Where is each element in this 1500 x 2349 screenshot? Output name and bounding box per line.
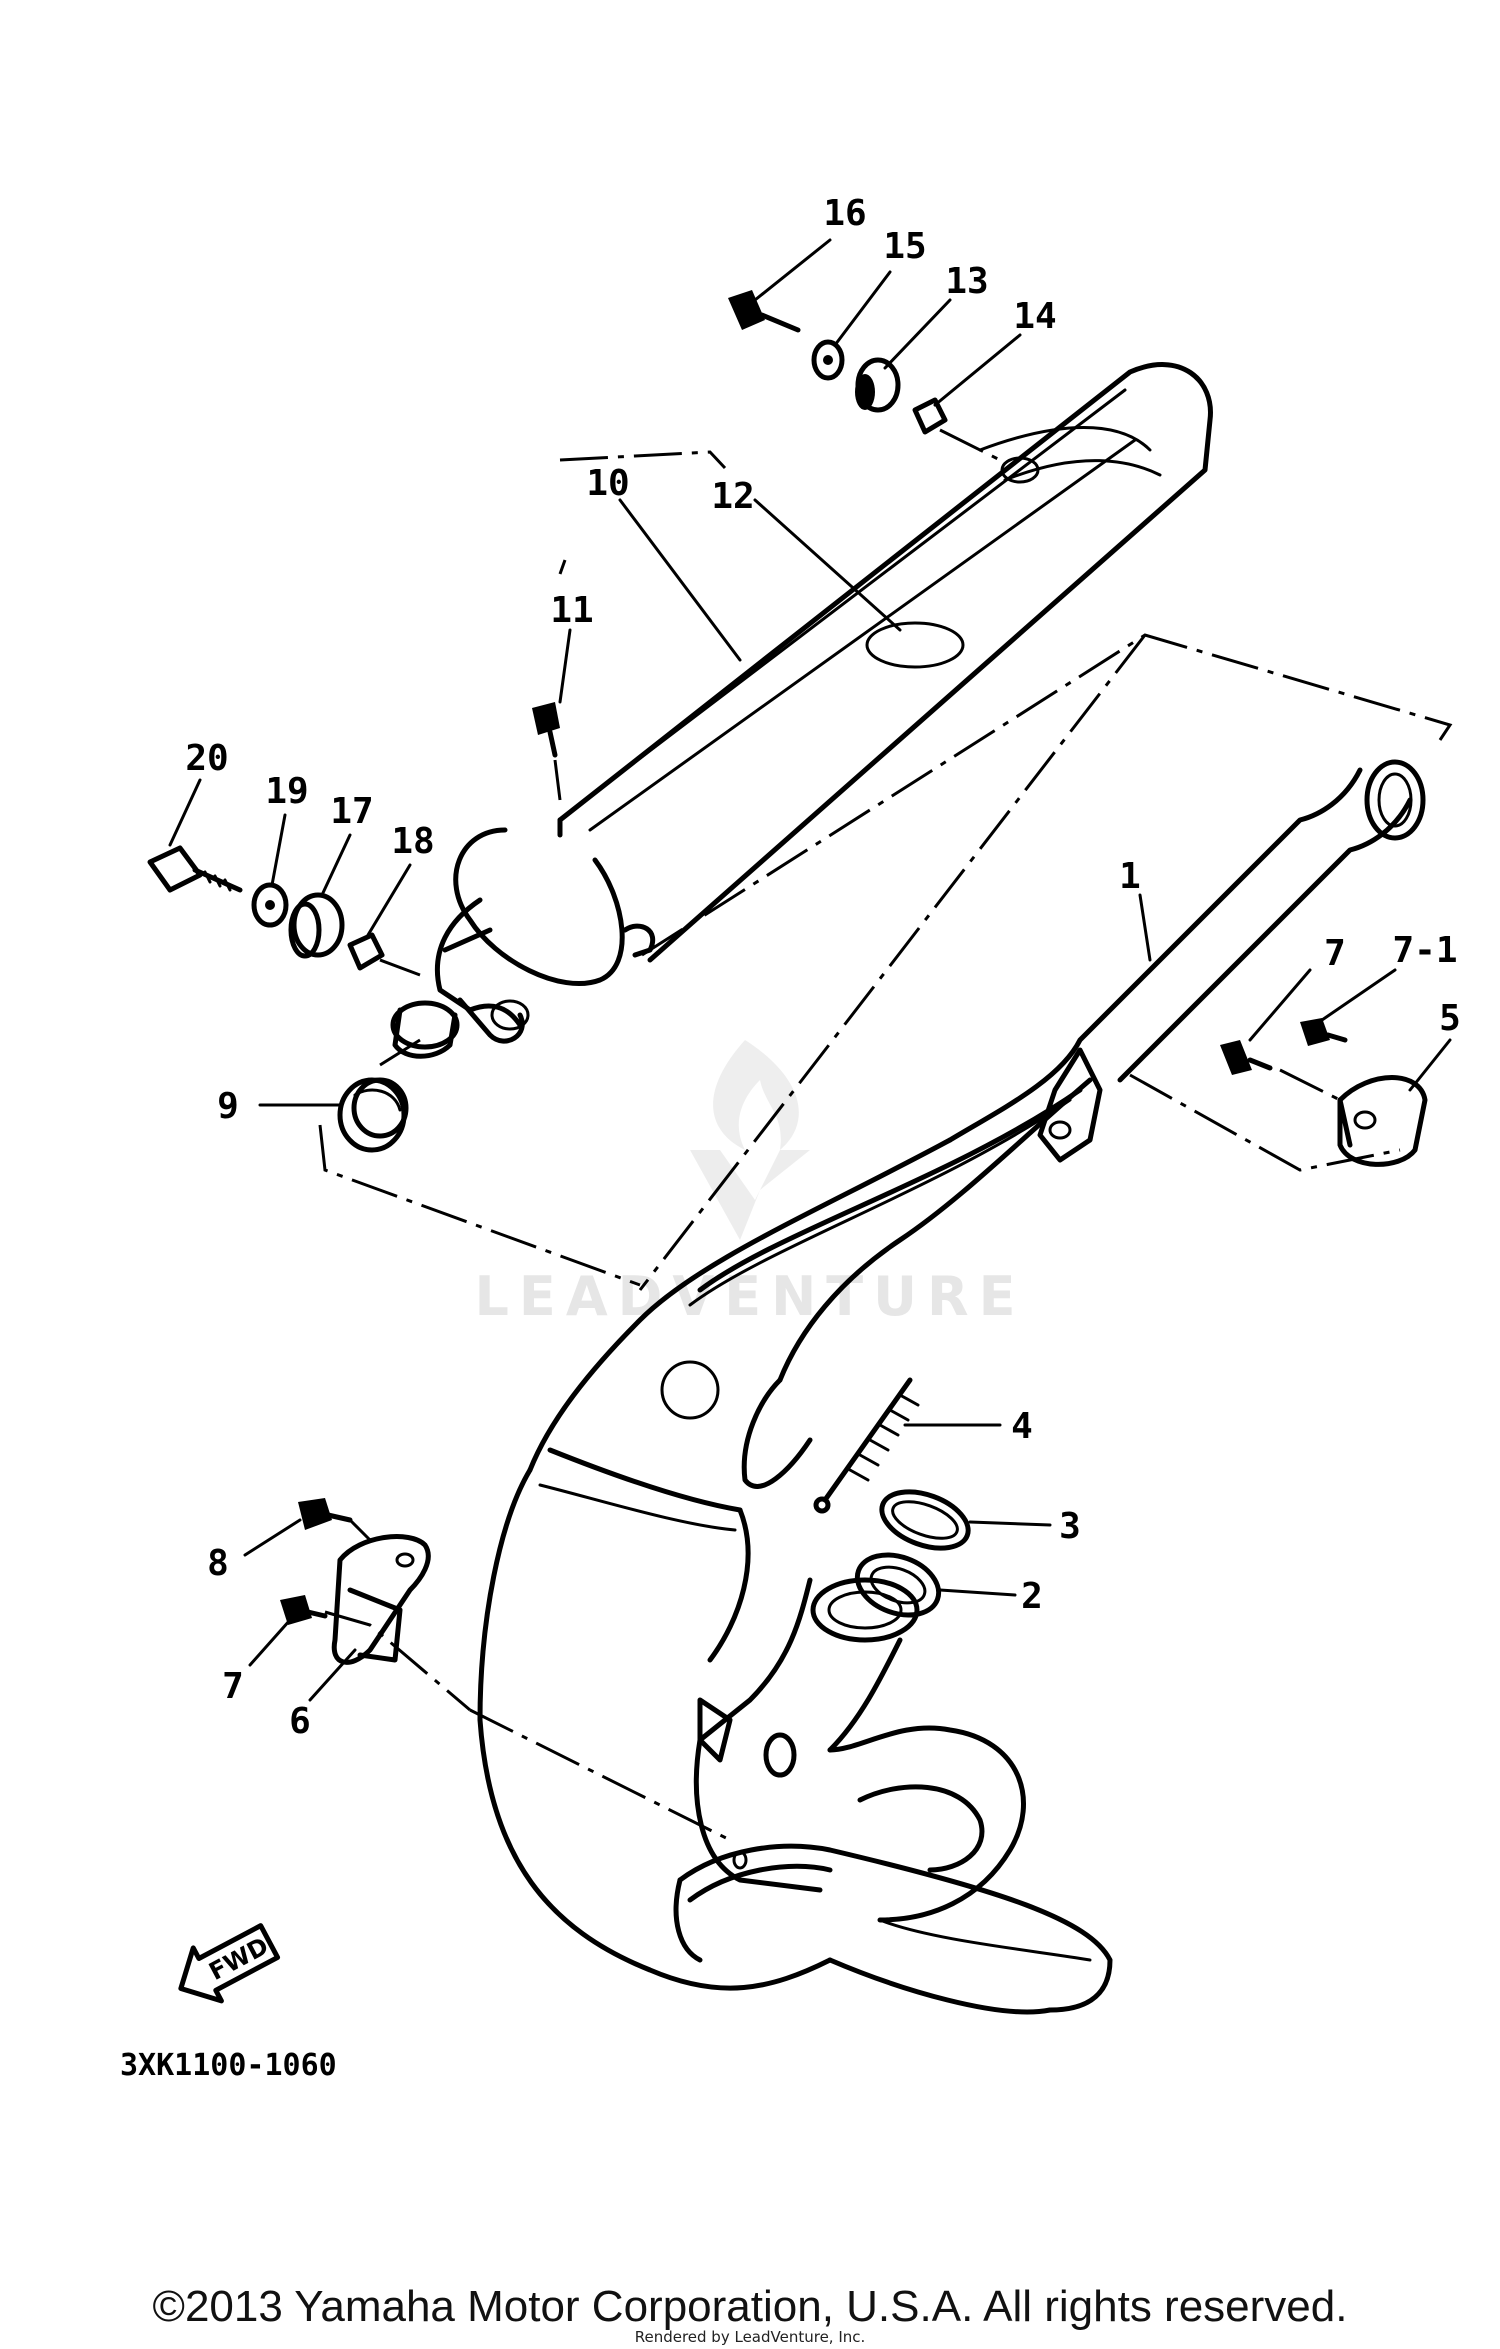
callout-20: 20 xyxy=(185,738,228,779)
bolt-11 xyxy=(532,702,560,758)
bracket-5 xyxy=(1337,1075,1428,1167)
callout-5: 5 xyxy=(1439,998,1461,1039)
leadventure-logo-icon xyxy=(690,1040,810,1240)
watermark-text: LEADVENTURE xyxy=(475,1265,1026,1328)
damper-17 xyxy=(288,892,345,959)
callout-18: 18 xyxy=(391,821,434,862)
callout-7-lower: 7 xyxy=(222,1666,244,1707)
gasket-9 xyxy=(337,1077,409,1153)
callout-13: 13 xyxy=(945,261,988,302)
spring-part xyxy=(813,1377,920,1514)
callout-11: 11 xyxy=(550,590,593,631)
silencer-assembly xyxy=(390,362,1213,1059)
bracket-6 xyxy=(331,1534,431,1665)
nut-7-1 xyxy=(1300,1018,1348,1046)
washer-19 xyxy=(251,882,289,928)
callout-9: 9 xyxy=(217,1086,239,1127)
collar-14 xyxy=(912,397,948,435)
washer-15 xyxy=(811,339,845,381)
callout-labels: 16 15 13 14 10 12 11 20 19 17 18 1 7 7-1… xyxy=(185,193,1461,1742)
leader-lines xyxy=(168,238,1452,1702)
callout-15: 15 xyxy=(883,226,926,267)
callout-12: 12 xyxy=(711,476,754,517)
bolt-20 xyxy=(147,845,243,893)
callout-7-1: 7-1 xyxy=(1392,930,1457,971)
collar-18 xyxy=(347,932,385,971)
bolt-16 xyxy=(728,290,801,333)
bolt-7-lower xyxy=(280,1595,328,1625)
callout-17: 17 xyxy=(330,791,373,832)
rendered-by-notice: Rendered by LeadVenture, Inc. xyxy=(634,2328,866,2346)
callout-2: 2 xyxy=(1021,1576,1043,1617)
callout-14: 14 xyxy=(1013,296,1056,337)
copyright-notice: ©2013 Yamaha Motor Corporation, U.S.A. A… xyxy=(152,2282,1348,2331)
bolt-7-upper xyxy=(1220,1040,1273,1075)
callout-6: 6 xyxy=(289,1701,311,1742)
fwd-arrow-icon: FWD xyxy=(178,1923,281,2004)
callout-3: 3 xyxy=(1059,1506,1081,1547)
damper-13 xyxy=(855,357,901,413)
callout-16: 16 xyxy=(823,193,866,234)
bolt-8 xyxy=(298,1498,353,1530)
callout-4: 4 xyxy=(1011,1406,1033,1447)
callout-1: 1 xyxy=(1119,856,1141,897)
part-code: 3XK1100-1060 xyxy=(120,2048,337,2083)
callout-19: 19 xyxy=(265,771,308,812)
gasket-3 xyxy=(879,1489,971,1551)
callout-7-upper: 7 xyxy=(1324,933,1346,974)
callout-10: 10 xyxy=(586,463,629,504)
callout-8: 8 xyxy=(207,1543,229,1584)
gasket-2 xyxy=(854,1552,942,1618)
alignment-lines xyxy=(318,428,1453,1842)
